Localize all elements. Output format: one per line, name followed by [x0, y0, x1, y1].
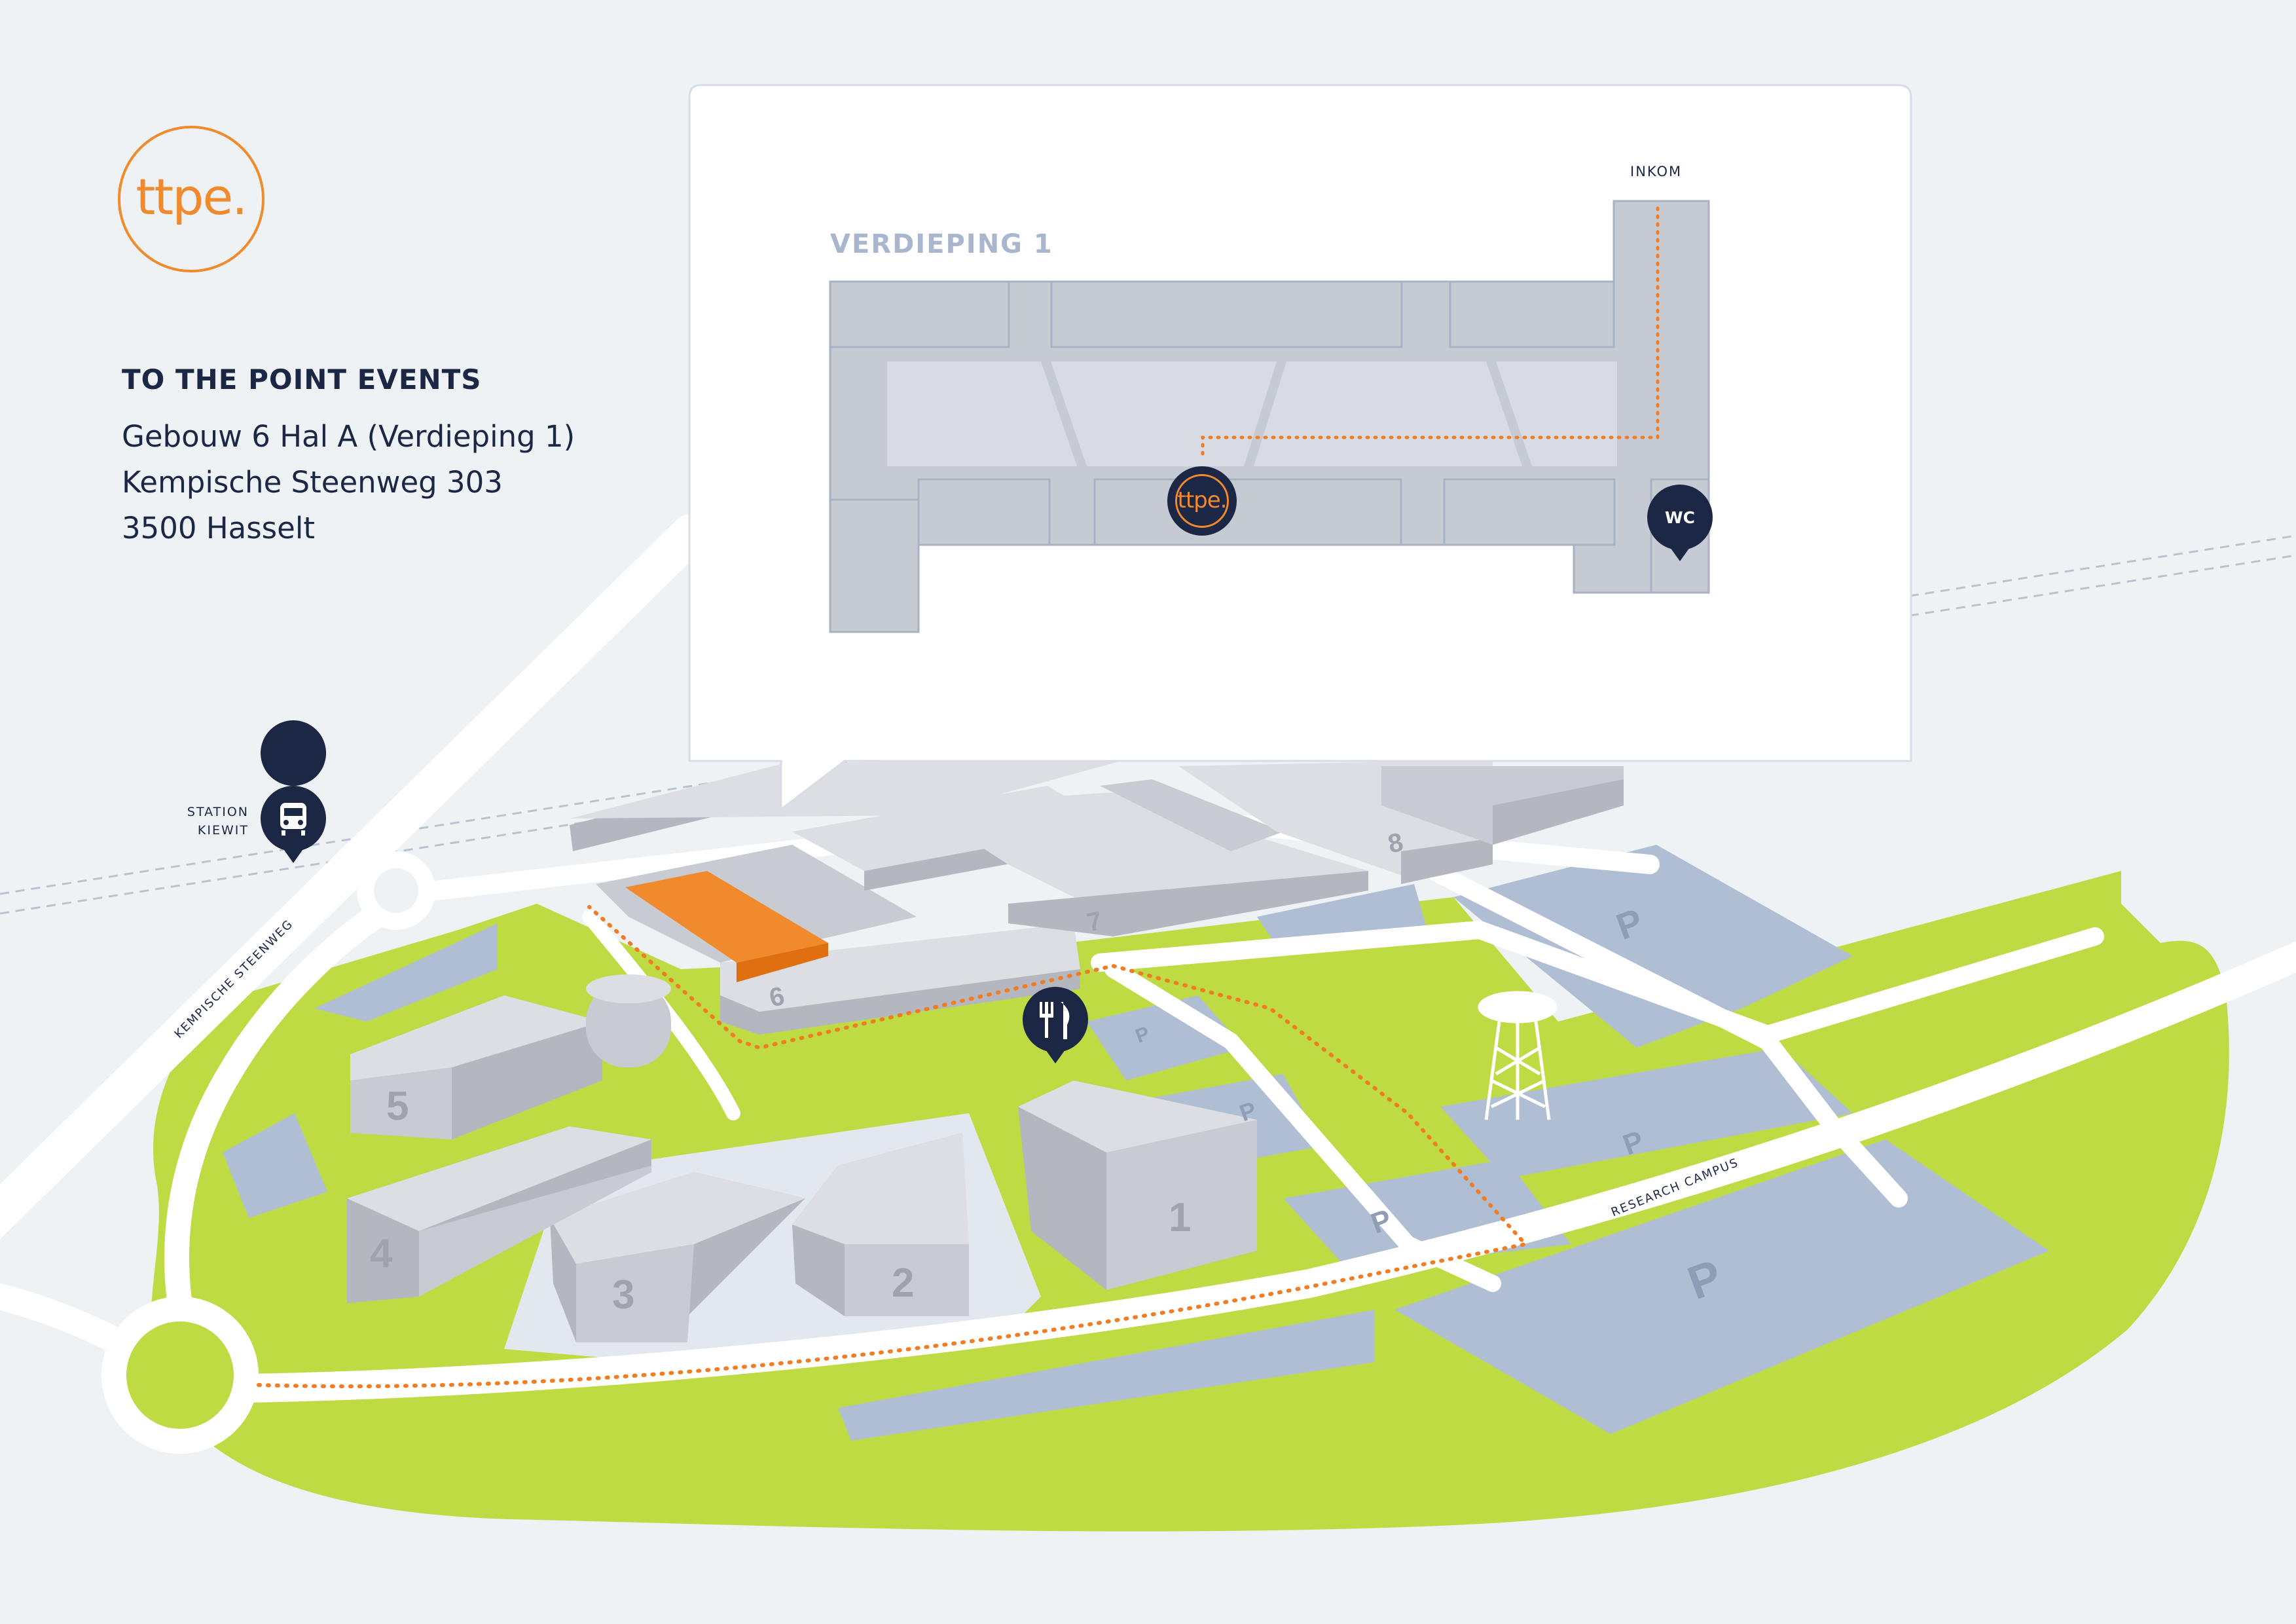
- floor-room: [829, 498, 920, 633]
- train-icon: [280, 803, 306, 836]
- floor-room: [829, 280, 1010, 348]
- building-3: [550, 1172, 805, 1342]
- building-number-4: 4: [370, 1231, 393, 1276]
- road-north-east-diag: [1412, 855, 1908, 1208]
- floor-room: [1443, 478, 1616, 546]
- building-6-highlight: [625, 871, 828, 963]
- floor-room: [917, 478, 1051, 546]
- restaurant-pin[interactable]: [1023, 987, 1088, 1063]
- building-number-1: 1: [1169, 1195, 1191, 1240]
- station-label-line1: STATION: [187, 805, 249, 819]
- floor-corridor-divider: [1041, 361, 1087, 466]
- building-8: [1178, 760, 1624, 884]
- floor-room: [1050, 280, 1403, 348]
- ttpe-location-marker[interactable]: ttpe.: [1167, 466, 1237, 536]
- floor-plan: [829, 200, 1710, 633]
- inset-logo-text: ttpe.: [1177, 487, 1228, 513]
- parking-south: [1394, 1139, 2049, 1434]
- parking-east-1: [1440, 1048, 1853, 1179]
- address-line-3: 3500 Hasselt: [122, 511, 315, 545]
- floor-route: [1201, 206, 1660, 460]
- railway-lines: [0, 534, 2296, 915]
- building-1: [1018, 1080, 1257, 1290]
- road-inner-west: [582, 910, 740, 1120]
- address-line-1: Gebouw 6 Hal A (Verdieping 1): [122, 419, 575, 454]
- building-number-5: 5: [386, 1084, 409, 1129]
- station-label-line2: KIEWIT: [197, 823, 249, 838]
- parking-labels: P P P P P P: [1133, 900, 1728, 1310]
- building-2: [792, 1133, 969, 1316]
- ttpe-logo: ttpe.: [118, 126, 264, 272]
- water-tower-icon: [1478, 991, 1558, 1120]
- parking-south-strip: [838, 1310, 1375, 1441]
- building-7: [917, 779, 1368, 936]
- buildings: 1 2 3 4 5 6 7 8: [347, 760, 1624, 1342]
- parking-west-2: [223, 1113, 327, 1218]
- fork-knife-icon: [1040, 1002, 1070, 1039]
- building-5: [350, 974, 671, 1139]
- building-number-3: 3: [612, 1272, 634, 1318]
- station-pin[interactable]: [261, 720, 327, 863]
- road-inner-south: [1104, 961, 1501, 1292]
- floor-room: [1093, 478, 1402, 546]
- route-path: [257, 905, 1529, 1389]
- wc-pin-icon[interactable]: [1647, 485, 1713, 561]
- floor-corridor-divider: [1244, 361, 1286, 466]
- roundabout-south-island: [126, 1321, 234, 1429]
- station-label: STATION KIEWIT: [164, 803, 249, 840]
- building-6: [596, 845, 1080, 1035]
- entrance-label: INKOM: [1630, 164, 1683, 179]
- road-research-campus: [234, 942, 2296, 1403]
- road-inner-east: [1091, 921, 2104, 1044]
- logo-text: ttpe.: [136, 168, 248, 226]
- roundabouts: [101, 851, 435, 1454]
- company-name: TO THE POINT EVENTS: [122, 363, 482, 396]
- floor-title: VERDIEPING 1: [830, 229, 1053, 259]
- parking-west-1: [314, 923, 498, 1022]
- floor-plan-inset: [688, 84, 1912, 812]
- roundabout-north-island: [374, 868, 418, 913]
- wc-label: WC: [1665, 508, 1695, 527]
- floor-corridor-divider: [1486, 361, 1532, 466]
- building-4: [347, 1126, 651, 1303]
- building-number-2: 2: [892, 1261, 914, 1306]
- floor-room: [1449, 280, 1615, 348]
- road-west-loop: [164, 885, 418, 1388]
- address-line-2: Kempische Steenweg 303: [122, 465, 503, 500]
- parking-north: [1453, 845, 1853, 1048]
- road-kempische-steenweg: [0, 514, 710, 1240]
